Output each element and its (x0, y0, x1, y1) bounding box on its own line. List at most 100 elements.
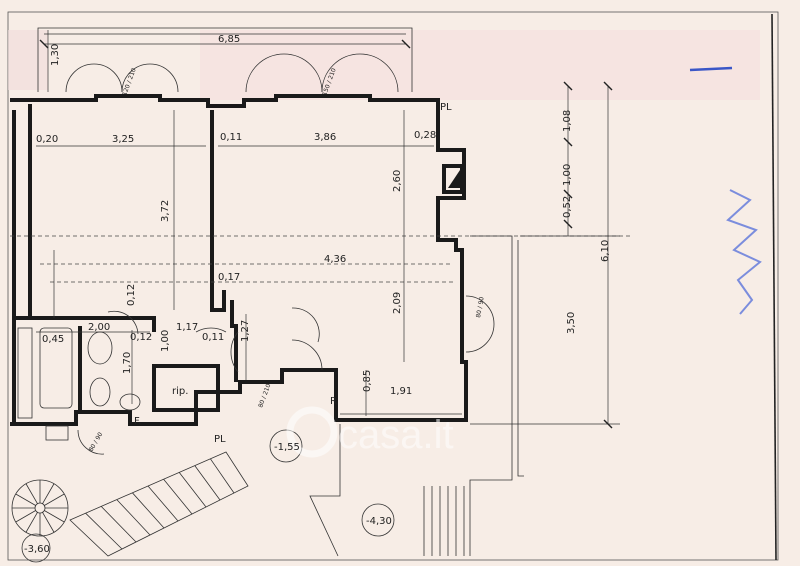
label-wall-012a: 0,12 (126, 284, 137, 306)
level-marker (21, 533, 51, 563)
label-level-430: -4,30 (366, 516, 392, 527)
spiral-tread (44, 493, 65, 506)
staircase (69, 451, 249, 557)
washer-block (45, 425, 69, 441)
balcony-door-arc (245, 53, 323, 93)
stair-tread (85, 512, 123, 550)
interior-wall-mid (210, 110, 226, 312)
label-pl-top: PL (440, 102, 452, 113)
lower-outline (309, 424, 341, 557)
label-step-085: 0,85 (362, 370, 373, 392)
label-level-155: -1,55 (274, 442, 300, 453)
door-arc (291, 307, 320, 343)
spiral-tread (42, 483, 55, 504)
bathtub (39, 327, 73, 409)
door-arc (291, 339, 323, 371)
level-marker (361, 503, 395, 537)
label-wall-011b: 0,11 (202, 332, 224, 343)
interior-wall-bath-top (14, 316, 156, 332)
stair-tread (210, 458, 235, 494)
tick (401, 39, 411, 49)
label-door-80-210: 80 / 210 (257, 383, 272, 409)
exterior-wall (10, 94, 468, 426)
label-bath-left: 0,45 (42, 334, 64, 345)
label-room1-left: 0,20 (36, 134, 58, 145)
stair-tread (194, 465, 221, 501)
label-right-052: 0,52 (562, 196, 573, 218)
label-wall-017: 0,17 (218, 272, 240, 283)
tick (603, 419, 613, 429)
faded-tint (200, 30, 760, 100)
label-room1-mid: 0,11 (220, 132, 242, 143)
label-room2-width: 3,86 (314, 132, 336, 143)
watermark-text: casa.it (338, 413, 454, 457)
label-right-350: 3,50 (566, 312, 577, 334)
toilet (87, 331, 113, 365)
blue-scribble (726, 189, 762, 315)
label-bath-width: 2,00 (88, 322, 110, 333)
label-level-360: -3,60 (24, 544, 50, 555)
spiral-stair-core (34, 502, 46, 514)
stair-tread (132, 492, 165, 529)
chimney (442, 164, 464, 194)
label-wall-012b: 0,12 (130, 332, 152, 343)
level-marker (269, 429, 303, 463)
spiral-tread (25, 483, 38, 504)
label-top-height: 1,30 (50, 44, 61, 66)
label-room2-top: 2,60 (392, 170, 403, 192)
door-arc (107, 310, 139, 335)
watermark-logo (286, 406, 338, 458)
label-right-100: 1,00 (562, 164, 573, 186)
label-pl-bottom: PL (214, 434, 226, 445)
stair-tread (163, 478, 193, 515)
chimney-fill (448, 170, 460, 188)
balcony-door-arc (121, 63, 179, 93)
tick (39, 39, 49, 49)
stair-run-outline (69, 451, 249, 557)
balcony-outline (37, 27, 413, 92)
door-arc (77, 429, 105, 455)
door-arc (465, 295, 495, 353)
spiral-tread (15, 510, 36, 523)
interior-wall-corridor (230, 300, 238, 382)
label-corr-height: 1,27 (240, 320, 251, 342)
faded-tint-left (8, 30, 48, 90)
label-corr-depth: 1,00 (160, 330, 171, 352)
blue-pen-mark (689, 66, 733, 72)
label-bottom-width: 1,91 (390, 386, 412, 397)
tick (563, 189, 573, 199)
tick (563, 137, 573, 147)
balcony-door-arc (65, 63, 123, 93)
label-right-108: 1,08 (562, 110, 573, 132)
label-room2-lower: 2,09 (392, 292, 403, 314)
label-room2-span: 4,36 (324, 254, 346, 265)
balcony-door-arc (321, 53, 399, 93)
door-arc (230, 331, 239, 373)
label-f-mark: F. (134, 416, 141, 427)
terrace-outline (469, 235, 513, 556)
label-room1-width: 3,25 (112, 134, 134, 145)
spiral-tread (42, 512, 55, 533)
tick (563, 81, 573, 91)
label-r-mark: R (330, 396, 337, 407)
label-door-80b: 80 / 90 (88, 431, 105, 453)
spiral-tread (44, 510, 65, 523)
label-bath-height: 1,70 (122, 352, 133, 374)
right-margin-line (771, 13, 777, 561)
bidet (89, 377, 111, 407)
storage-wall (152, 364, 220, 412)
label-room2-right: 0,28 (414, 130, 436, 141)
wall-cabinet (17, 327, 33, 419)
spiral-tread (25, 512, 38, 533)
spiral-tread (15, 493, 36, 506)
stair-tread (100, 506, 137, 543)
right-stairs (423, 486, 465, 556)
stair-tread (147, 485, 179, 522)
label-storage: rip. (172, 386, 188, 397)
label-room1-height: 3,72 (160, 200, 171, 222)
paper-frame (7, 11, 779, 561)
stair-tread (178, 472, 207, 508)
label-right-610: 6,10 (600, 240, 611, 262)
tick (603, 81, 613, 91)
